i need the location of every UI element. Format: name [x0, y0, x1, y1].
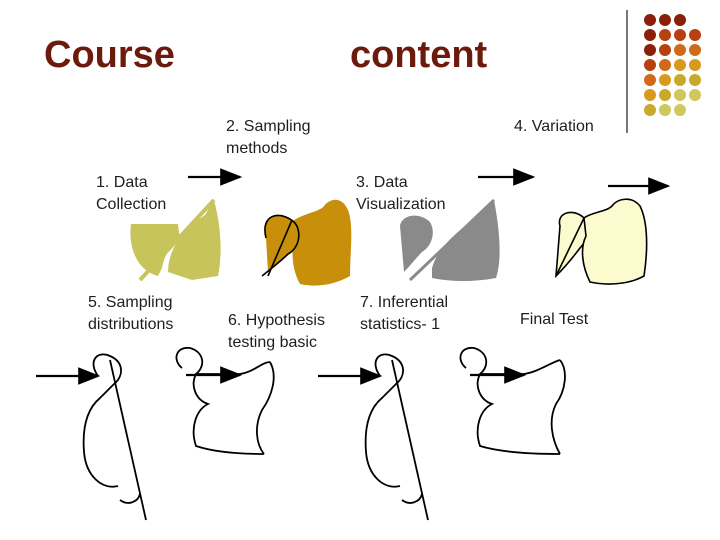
topic-inferential-statistics: 7. Inferential statistics- 1 [360, 292, 448, 336]
topic-final-test: Final Test [520, 309, 588, 331]
puzzle-outline-3 [366, 354, 428, 520]
puzzle-outline-2 [176, 348, 273, 454]
puzzle-outline-4 [460, 348, 564, 454]
puzzle-piece-ochre [262, 200, 351, 286]
puzzle-piece-cream [556, 199, 647, 284]
topic-sampling-methods: 2. Sampling methods [226, 116, 311, 160]
topic-sampling-distributions: 5. Sampling distributions [88, 292, 173, 336]
topic-data-visualization: 3. Data Visualization [356, 172, 446, 216]
topic-data-collection: 1. Data Collection [96, 172, 166, 216]
topic-hypothesis-testing: 6. Hypothesis testing basic [228, 310, 325, 354]
topic-variation: 4. Variation [514, 116, 594, 138]
puzzle-outline-1 [84, 354, 146, 520]
